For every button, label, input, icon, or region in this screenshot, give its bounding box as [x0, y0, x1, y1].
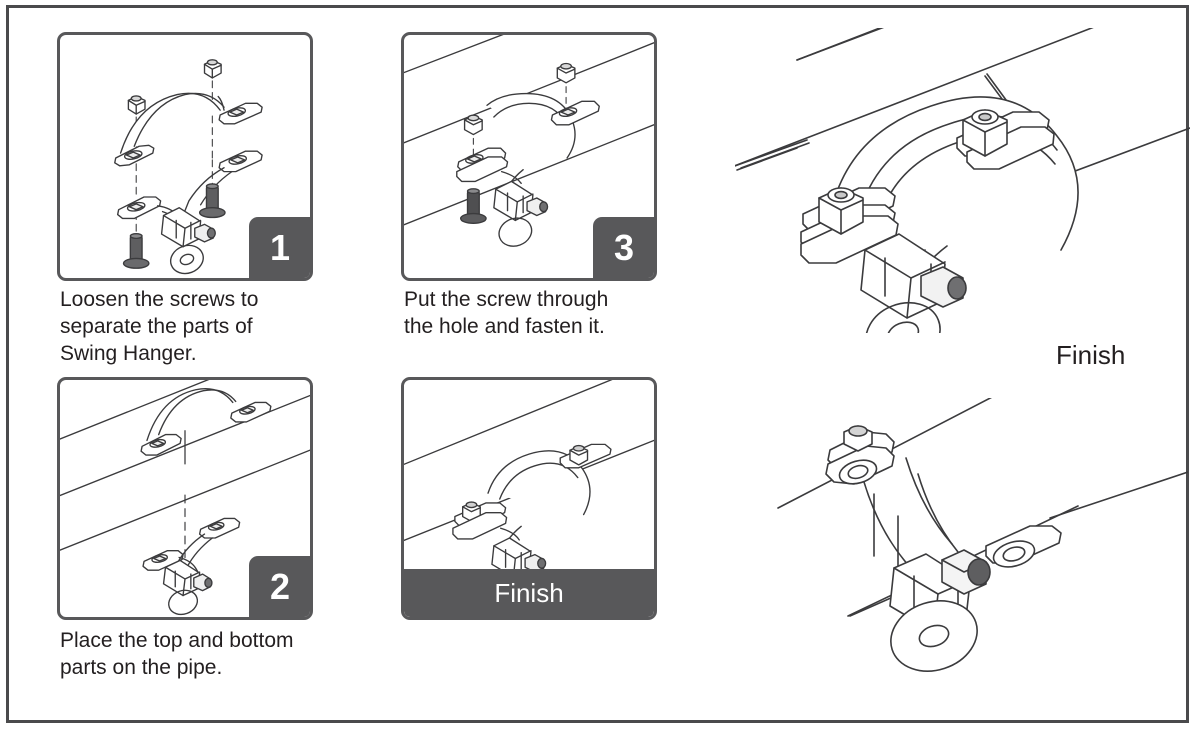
finish-detail-top-illustration — [735, 28, 1190, 333]
step-1-caption: Loosen the screws to separate the parts … — [60, 288, 259, 365]
finish-right-label: Finish — [1056, 340, 1126, 370]
finish-panel-illustration — [404, 380, 654, 617]
step-1-panel: 1 — [57, 32, 313, 281]
finish-detail-bottom-illustration — [758, 398, 1188, 724]
step-3-caption: Put the screw through the hole and faste… — [404, 288, 609, 338]
step-2-caption: Place the top and bottom parts on the pi… — [60, 629, 294, 679]
step-2-number-badge: 2 — [249, 556, 310, 617]
step-1-illustration — [60, 35, 310, 278]
step-2-panel: 2 — [57, 377, 313, 620]
step-2-illustration — [60, 380, 310, 617]
finish-panel-label: Finish — [404, 569, 654, 617]
step-1-number-badge: 1 — [249, 217, 310, 278]
step-3-number-badge: 3 — [593, 217, 654, 278]
step-3-illustration — [404, 35, 654, 278]
step-3-panel: 3 — [401, 32, 657, 281]
finish-panel: Finish — [401, 377, 657, 620]
